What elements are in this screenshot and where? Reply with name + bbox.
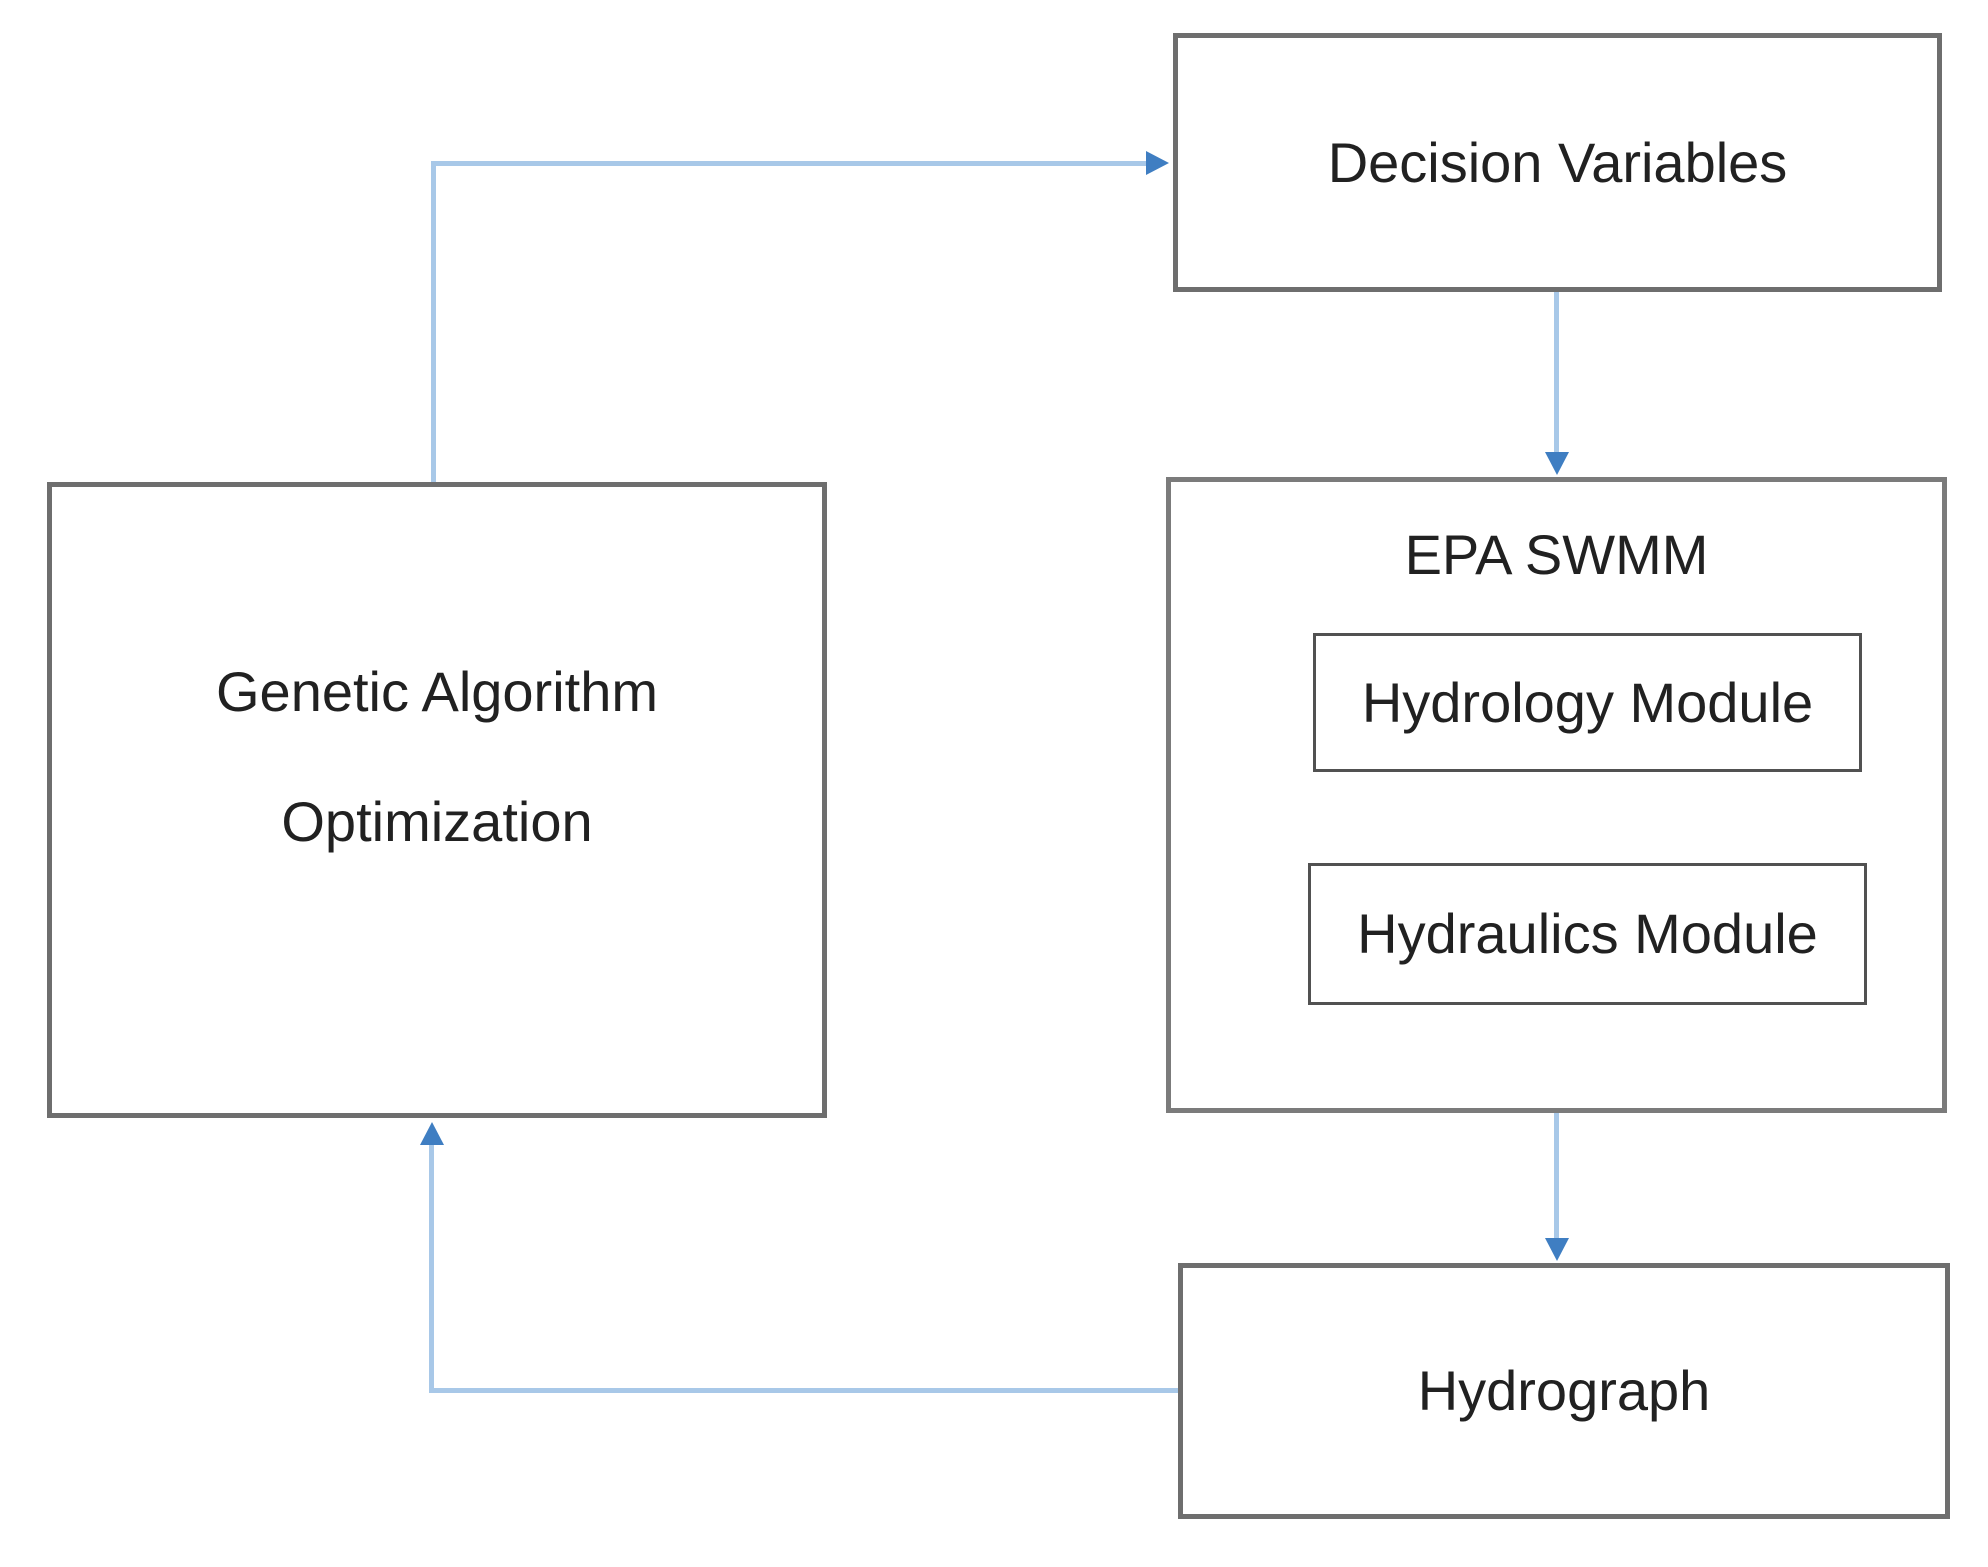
genetic-algorithm-label-line2: Optimization — [281, 790, 593, 853]
connector-ga-to-dv-horizontal — [431, 161, 1148, 166]
hydraulics-module-label: Hydraulics Module — [1357, 902, 1818, 965]
decision-variables-label: Decision Variables — [1327, 130, 1788, 194]
connector-dv-to-epa-vertical — [1554, 292, 1559, 453]
hydrograph-label: Hydrograph — [1417, 1359, 1711, 1422]
hydrograph-box: Hydrograph — [1178, 1263, 1950, 1519]
connector-hydrograph-to-ga-horizontal — [429, 1388, 1178, 1393]
arrowhead-down-into-hydrograph — [1545, 1238, 1569, 1261]
hydrology-module-box: Hydrology Module — [1313, 633, 1862, 772]
arrowhead-down-into-epa-swmm — [1545, 452, 1569, 475]
arrowhead-right-into-decision-variables — [1146, 151, 1169, 175]
decision-variables-box: Decision Variables — [1173, 33, 1942, 292]
epa-swmm-box: EPA SWMM — [1166, 477, 1947, 1113]
connector-epa-to-hydrograph-vertical — [1554, 1113, 1559, 1239]
hydrology-module-label: Hydrology Module — [1361, 670, 1814, 734]
connector-ga-to-dv-vertical — [431, 161, 436, 482]
genetic-algorithm-box: Genetic Algorithm Optimization — [47, 482, 827, 1118]
genetic-algorithm-text-block: Genetic Algorithm Optimization — [52, 487, 822, 855]
genetic-algorithm-label-line1: Genetic Algorithm — [216, 660, 658, 723]
connector-hydrograph-to-ga-vertical — [429, 1145, 434, 1393]
hydraulics-module-box: Hydraulics Module — [1308, 863, 1867, 1005]
epa-swmm-label: EPA SWMM — [1404, 523, 1709, 586]
arrowhead-up-into-genetic-algorithm — [420, 1122, 444, 1145]
